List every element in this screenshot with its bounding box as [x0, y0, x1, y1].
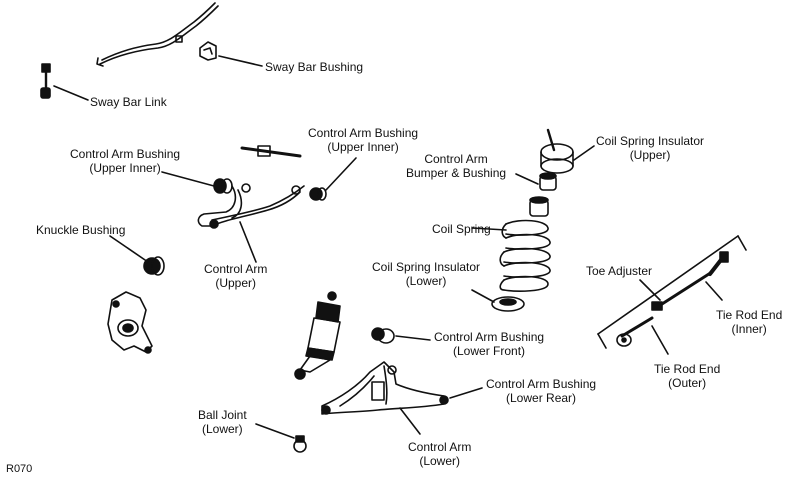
label-control-arm-bushing-lower-rear: Control Arm Bushing (Lower Rear): [486, 377, 597, 405]
leader-upper-inner-left: [161, 171, 215, 187]
label-control-arm-bumper-bushing: Control Arm Bumper & Bushing: [406, 152, 507, 180]
steering-knuckle: [107, 291, 153, 354]
label-sway-bar-bushing: Sway Bar Bushing: [265, 60, 364, 74]
leader-coil-spring: [471, 227, 507, 231]
sway-bar-link: [40, 63, 51, 99]
coil-spring-insulator-upper: [540, 128, 574, 174]
upper-inner-bushing-right: [309, 187, 327, 201]
label-knuckle-bushing: Knuckle Bushing: [36, 223, 126, 237]
label-coil-spring-insulator-upper: Coil Spring Insulator (Upper): [596, 134, 705, 162]
leader-tie-rod-outer: [651, 325, 669, 355]
sway-bar-bushing: [199, 41, 217, 61]
coil-spring: [499, 219, 551, 292]
label-toe-adjuster: Toe Adjuster: [586, 264, 653, 278]
label-sway-bar-link: Sway Bar Link: [90, 95, 167, 109]
tie-rod-bracket: [597, 235, 747, 349]
leader-knuckle-bushing: [109, 235, 149, 263]
coil-spring-insulator-lower: [491, 296, 525, 312]
label-tie-rod-end-outer: Tie Rod End (Outer): [654, 362, 721, 390]
upper-control-arm: [197, 183, 305, 229]
knuckle-bushing: [143, 256, 165, 276]
control-arm-bumper: [539, 172, 557, 191]
leader-control-arm-lower: [399, 407, 421, 435]
shock-absorber: [294, 291, 341, 380]
figure-code: R070: [6, 463, 33, 475]
spring-top-cup: [529, 196, 549, 217]
leader-sway-bar-link: [53, 85, 89, 101]
leader-control-arm-upper: [239, 221, 257, 263]
tie-rod-end-inner: [660, 251, 729, 306]
leader-insulator-upper: [573, 145, 595, 161]
leader-ball-joint: [255, 423, 295, 439]
label-control-arm-lower: Control Arm (Lower): [408, 440, 472, 468]
label-control-arm-bushing-upper-inner-right: Control Arm Bushing (Upper Inner): [308, 126, 419, 154]
lower-front-bushing: [371, 327, 395, 344]
label-coil-spring: Coil Spring: [432, 222, 491, 236]
upper-control-arm-shaft: [240, 145, 302, 158]
upper-inner-bushing-left: [213, 178, 233, 194]
label-control-arm-bushing-lower-front: Control Arm Bushing (Lower Front): [434, 330, 545, 358]
label-tie-rod-end-inner: Tie Rod End (Inner): [716, 308, 783, 336]
leader-insulator-lower: [471, 289, 495, 303]
toe-adjuster: [651, 301, 663, 311]
label-coil-spring-insulator-lower: Coil Spring Insulator (Lower): [372, 260, 481, 288]
tie-rod-end-outer: [616, 316, 654, 347]
label-control-arm-bushing-upper-inner-left: Control Arm Bushing (Upper Inner): [70, 147, 181, 175]
leader-lower-rear: [449, 387, 483, 399]
leader-sway-bar-bushing: [218, 55, 263, 67]
leader-toe-adjuster: [639, 279, 661, 301]
ball-joint-lower: [293, 435, 307, 453]
leader-bumper: [515, 173, 539, 185]
label-ball-joint-lower: Ball Joint (Lower): [198, 408, 247, 436]
sway-bar: [96, 2, 219, 67]
leader-upper-inner-right: [325, 157, 357, 191]
leader-lower-front: [395, 335, 431, 341]
label-control-arm-upper: Control Arm (Upper): [204, 262, 268, 290]
lower-control-arm: [321, 361, 449, 415]
leader-tie-rod-inner: [705, 281, 723, 301]
